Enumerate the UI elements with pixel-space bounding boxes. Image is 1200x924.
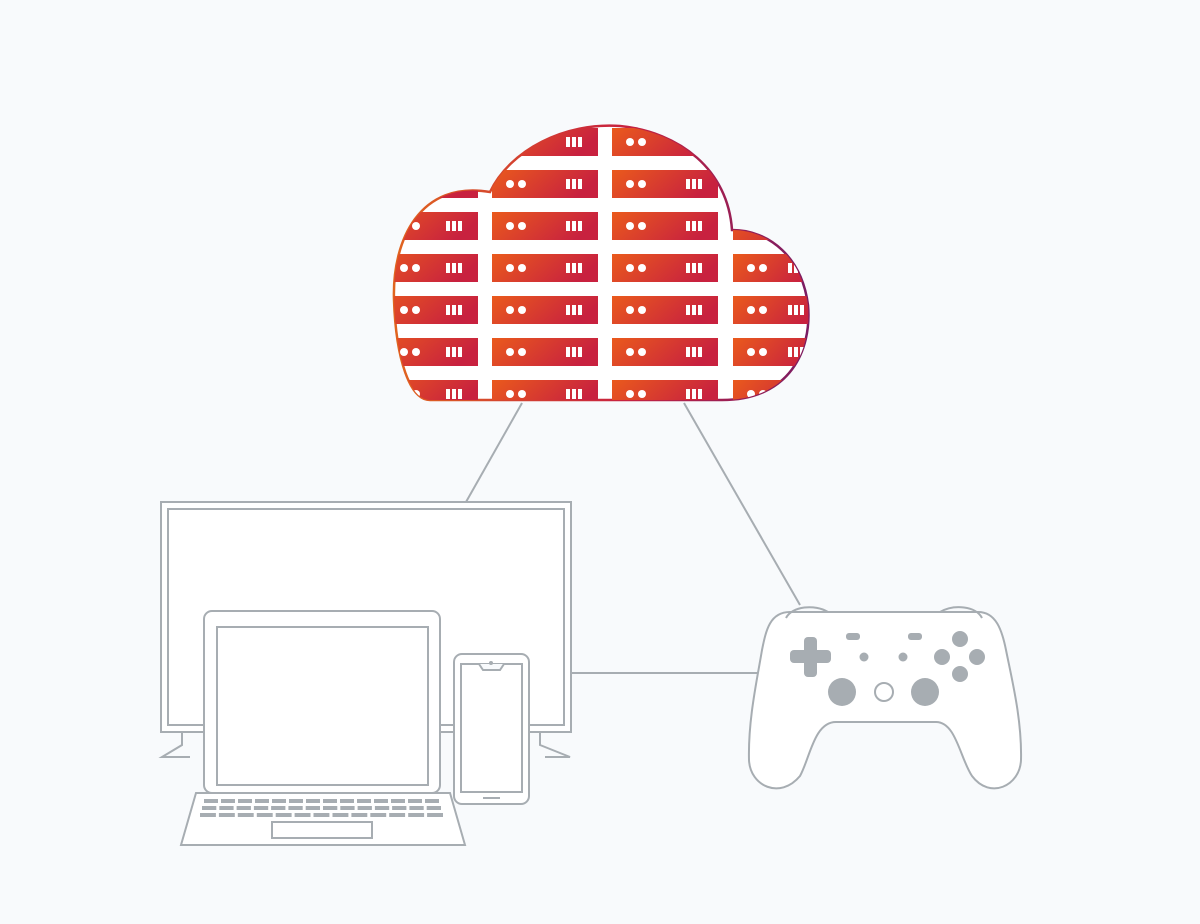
laptop-icon [179,610,467,846]
server-unit [393,128,478,156]
phone-icon [453,653,530,805]
connection-lines [465,402,801,674]
server-unit [733,380,809,400]
server-unit [733,254,809,282]
edge-cloud-controller [683,402,801,606]
server-unit [733,212,809,240]
edge-cloud-tv [465,402,523,503]
cloud-server-rack-icon [392,124,810,402]
server-rack-grid [393,128,809,400]
server-unit [492,128,598,156]
server-unit [733,128,809,156]
game-controller-icon [747,606,1023,790]
server-unit [733,338,809,366]
server-unit [733,170,809,198]
controller-buttons [790,631,985,706]
server-unit [393,170,478,198]
server-unit [733,296,809,324]
